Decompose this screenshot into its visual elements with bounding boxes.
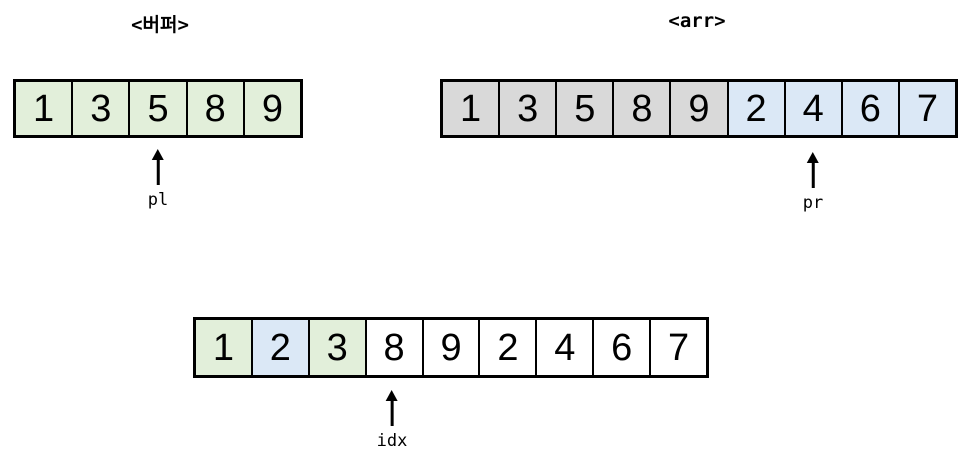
array-cell: 7: [897, 82, 955, 135]
array-cell: 7: [649, 320, 707, 375]
array-cell: 9: [242, 82, 301, 135]
pointer-idx: idx: [376, 390, 408, 451]
array-cell: 8: [364, 320, 422, 375]
up-arrow-shaft: [390, 401, 394, 426]
array-cell: 5: [555, 82, 613, 135]
array-cell: 9: [669, 82, 727, 135]
array-cell: 4: [535, 320, 593, 375]
buffer-array-title: <버퍼>: [131, 14, 189, 36]
up-arrow-head: [806, 152, 819, 163]
array-cell: 3: [71, 82, 129, 135]
up-arrow-shaft: [811, 163, 815, 188]
up-arrow-icon: [806, 152, 819, 188]
array-cell: 1: [443, 82, 499, 135]
array-cell: 2: [250, 320, 308, 375]
pointer-label-pr: pr: [802, 193, 824, 213]
array-cell: 4: [783, 82, 841, 135]
array-cell: 3: [498, 82, 556, 135]
pointer-pr: pr: [803, 152, 823, 213]
up-arrow-icon: [151, 149, 164, 185]
array-cell: 2: [726, 82, 784, 135]
array-cell: 9: [421, 320, 479, 375]
array-cell: 2: [478, 320, 536, 375]
array-cell: 6: [840, 82, 898, 135]
array-cell: 6: [592, 320, 650, 375]
pointer-pl: pl: [148, 149, 168, 210]
up-arrow-head: [151, 149, 164, 160]
array-cell: 8: [612, 82, 670, 135]
up-arrow-icon: [386, 390, 398, 426]
array-cell: 1: [16, 82, 72, 135]
array-cell: 8: [185, 82, 243, 135]
up-arrow-head: [386, 390, 398, 401]
arr-array-title: <arr>: [668, 10, 726, 32]
array-cell: 1: [196, 320, 251, 375]
array-cell: 3: [307, 320, 365, 375]
up-arrow-shaft: [156, 160, 160, 185]
array-cell: 5: [128, 82, 186, 135]
pointer-label-pl: pl: [147, 190, 169, 210]
pointer-label-idx: idx: [376, 431, 408, 451]
